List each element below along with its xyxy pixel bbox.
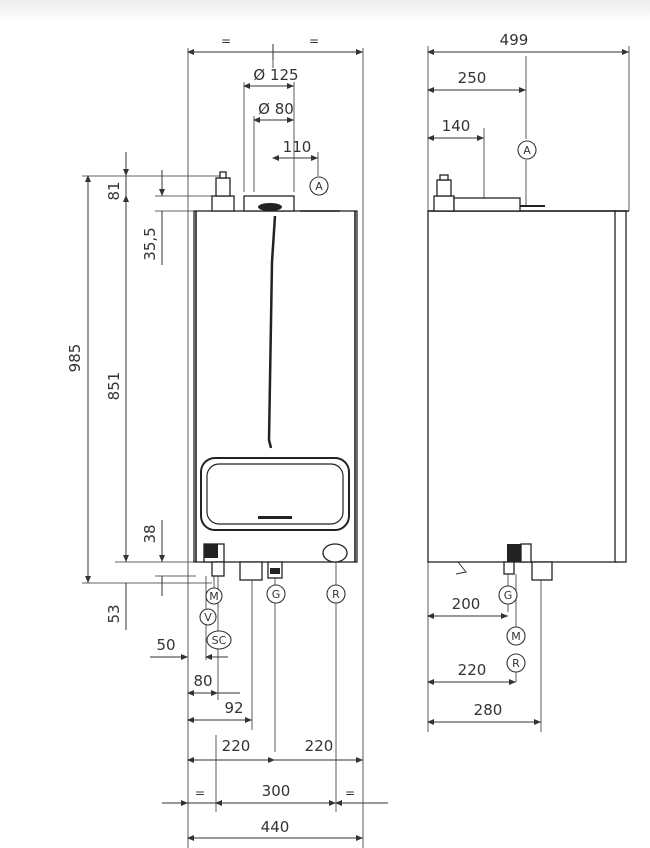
v-offset: 80 [193, 672, 212, 690]
r-position: 220 [305, 737, 334, 755]
conn-v-label: V [204, 611, 212, 624]
bracket-equal-right: = [345, 786, 355, 800]
total-height: 985 [66, 344, 84, 373]
flue-top-height: 81 [105, 181, 123, 200]
front-view: = = Ø 125 Ø 80 110 A 81 [66, 34, 388, 848]
total-width: 440 [261, 818, 290, 836]
side-view: 499 250 140 A [427, 31, 630, 732]
bracket-width: 300 [262, 782, 291, 800]
side-conn-g-label: G [504, 589, 513, 602]
m-offset: 92 [224, 699, 243, 717]
bracket-equal-left: = [195, 786, 205, 800]
flue-offset: 110 [283, 138, 312, 156]
bottom-connection-height: 38 [141, 524, 159, 543]
total-depth: 499 [500, 31, 529, 49]
sc-offset: 50 [156, 636, 175, 654]
bottom-connection-depth: 280 [474, 701, 503, 719]
g-depth: 200 [452, 595, 481, 613]
flue-depth-a: 250 [458, 69, 487, 87]
top-band [0, 0, 650, 22]
flue-center-depth: 140 [442, 117, 471, 135]
side-conn-r-label: R [512, 657, 520, 670]
conn-m-label: M [209, 590, 219, 603]
front-top-equal-right: = [309, 34, 319, 48]
flue-base-height: 35,5 [141, 227, 159, 260]
casing-height: 851 [105, 372, 123, 401]
flue-inner-diameter: Ø 80 [258, 100, 294, 118]
side-conn-m-label: M [511, 630, 521, 643]
side-flue-marker-a: A [523, 144, 531, 157]
front-top-equal-left: = [221, 34, 231, 48]
conn-sc-label: SC [212, 634, 227, 647]
flue-marker-a: A [315, 180, 323, 193]
m-r-depth: 220 [458, 661, 487, 679]
g-position: 220 [222, 737, 251, 755]
flue-outer-diameter: Ø 125 [253, 66, 298, 84]
pipe-drop-height: 53 [105, 604, 123, 623]
conn-r-label: R [332, 588, 340, 601]
conn-g-label: G [272, 588, 281, 601]
